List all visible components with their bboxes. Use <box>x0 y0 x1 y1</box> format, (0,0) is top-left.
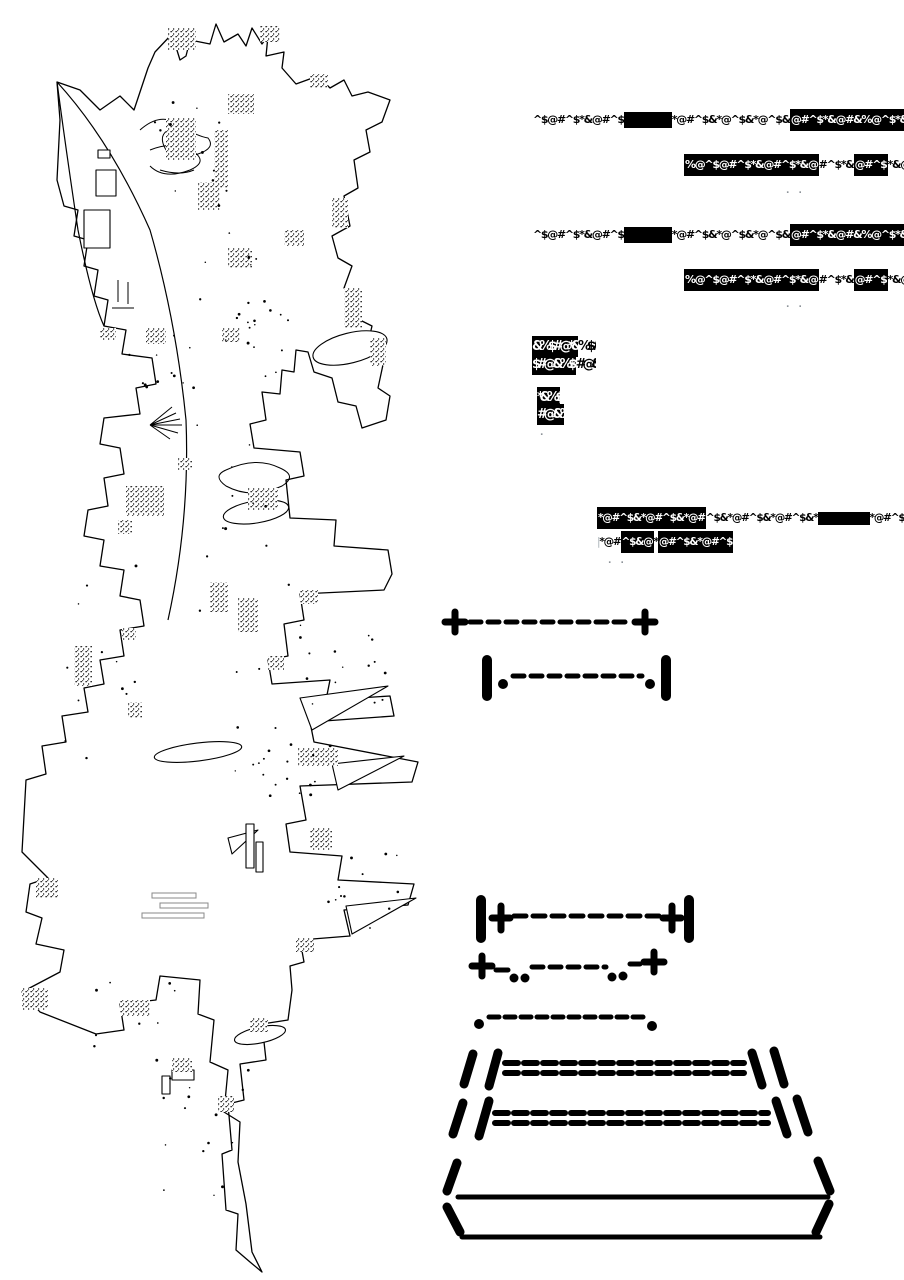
legend-symbol-dashed-dot-bar-ends <box>482 655 671 701</box>
dense-block-b-row-1: *&%$ <box>537 387 564 408</box>
garbled-segment: *&@ <box>887 158 904 171</box>
map-gray-bars <box>141 892 209 919</box>
garbled-segment: *@#^$& <box>869 512 904 524</box>
garbled-paragraph-2-line-2: %@^$@#^$*&@#^$*&@#^$*&@#^$*&@ \\ <box>684 269 904 291</box>
garbled-segment: @#^$ <box>853 154 888 176</box>
garbled-segment: %@^$@#^$*&@#^$*&@ <box>684 154 819 176</box>
legend-symbol-solid-inward-slashes <box>442 1199 834 1240</box>
legend-symbol-double-dashed-slashes-short <box>459 1046 789 1091</box>
garbled-segment: @#^$&*@#^$ <box>657 531 733 553</box>
garbled-segment: *&@ <box>887 273 904 286</box>
map-figure <box>21 23 419 1273</box>
map-speckles <box>64 101 400 1197</box>
garbled-segment: @#^$ <box>853 269 888 291</box>
garbled-segment: *@# <box>599 536 621 548</box>
legend-symbol-double-dashed-slashes-long <box>448 1094 813 1141</box>
garbled-segment: %@^$@#^$*&@#^$*&@ <box>684 269 819 291</box>
garbled-segment: *&%$ <box>537 387 564 408</box>
garbled-caption-line-2: | *@#^$&@*@#^$&*@#^$ <box>597 531 733 553</box>
garbled-paragraph-1-line-2: %@^$@#^$*&@#^$*&@#^$*&@#^$*&@ \\ <box>684 154 904 176</box>
garbled-segment: @#^$*&@#&%@^$*&@#^$@ <box>789 109 904 131</box>
paragraph-1-footnote-mark: . . <box>786 186 805 196</box>
map-boundary <box>21 23 419 1273</box>
legend-symbol-dashed-plus-ends <box>441 608 659 636</box>
paragraph-2-footnote-mark: . . <box>786 300 805 310</box>
dense-block-b-row-2: #@&% <box>537 404 564 425</box>
garbled-segment: *@#^$&*@^$&*@^$& <box>671 228 791 241</box>
garbled-segment <box>817 511 870 525</box>
garbled-segment: ^$&*@#^$&*@#^$&* <box>705 512 819 524</box>
garbled-segment <box>623 112 672 128</box>
garbled-segment: #@&% <box>537 404 564 425</box>
garbled-segment: | <box>597 536 601 548</box>
garbled-segment: ^$@#^$*&@#^$ <box>533 228 625 241</box>
legend-symbol-dashed-dot-ends <box>474 1014 657 1031</box>
legend-symbol-dashed-plus-dot-ends <box>468 948 668 983</box>
garbled-segment: #@&%$# <box>575 357 596 372</box>
garbled-segment <box>623 227 672 243</box>
garbled-segment: ^$&@ <box>620 531 654 553</box>
garbled-segment: &%$#@*& <box>532 336 582 357</box>
garbled-segment: @#^$*&@#&%@^$*&@#^$@ <box>789 224 904 246</box>
garbled-segment: %$#@&% <box>578 339 596 354</box>
legend-symbol-dashed-plus-bar-ends <box>476 895 694 943</box>
garbled-segment: #^$*& <box>818 273 855 286</box>
garbled-paragraph-1-line-1: ^$@#^$*&@#^$ *@#^$&*@^$&*@^$&@#^$*&@#&%@^… <box>533 109 904 131</box>
dense-block-a-row-1: &%$#@*&%$#@&%@&%$#@& <box>532 336 596 357</box>
map-interior-details <box>83 149 417 1095</box>
dense-block-b-footnote-mark: . <box>540 428 547 438</box>
dense-block-a-row-2: $#@&%$*#@&%$#%$#@&%$ <box>532 354 596 375</box>
map-stipple-patches <box>22 26 386 1112</box>
garbled-caption-line-1: *@#^$&*@#^$&*@#^$&*@#^$&*@#^$&* *@#^$& <box>597 507 904 529</box>
garbled-caption-footnote-mark: . . <box>608 556 627 566</box>
garbled-segment: #^$*& <box>818 158 855 171</box>
garbled-segment: $#@&%$* <box>532 354 580 375</box>
garbled-segment: ^$@#^$*&@#^$ <box>533 113 625 126</box>
garbled-segment: *@#^$&*@#^$&*@# <box>597 507 706 529</box>
garbled-segment: *@#^$&*@^$&*@^$& <box>671 113 791 126</box>
legend-symbol-solid-outward-slashes <box>442 1156 835 1200</box>
garbled-segment: * <box>653 536 660 548</box>
garbled-paragraph-2-line-1: ^$@#^$*&@#^$ *@#^$&*@^$&*@^$&@#^$*&@#&%@^… <box>533 224 904 246</box>
